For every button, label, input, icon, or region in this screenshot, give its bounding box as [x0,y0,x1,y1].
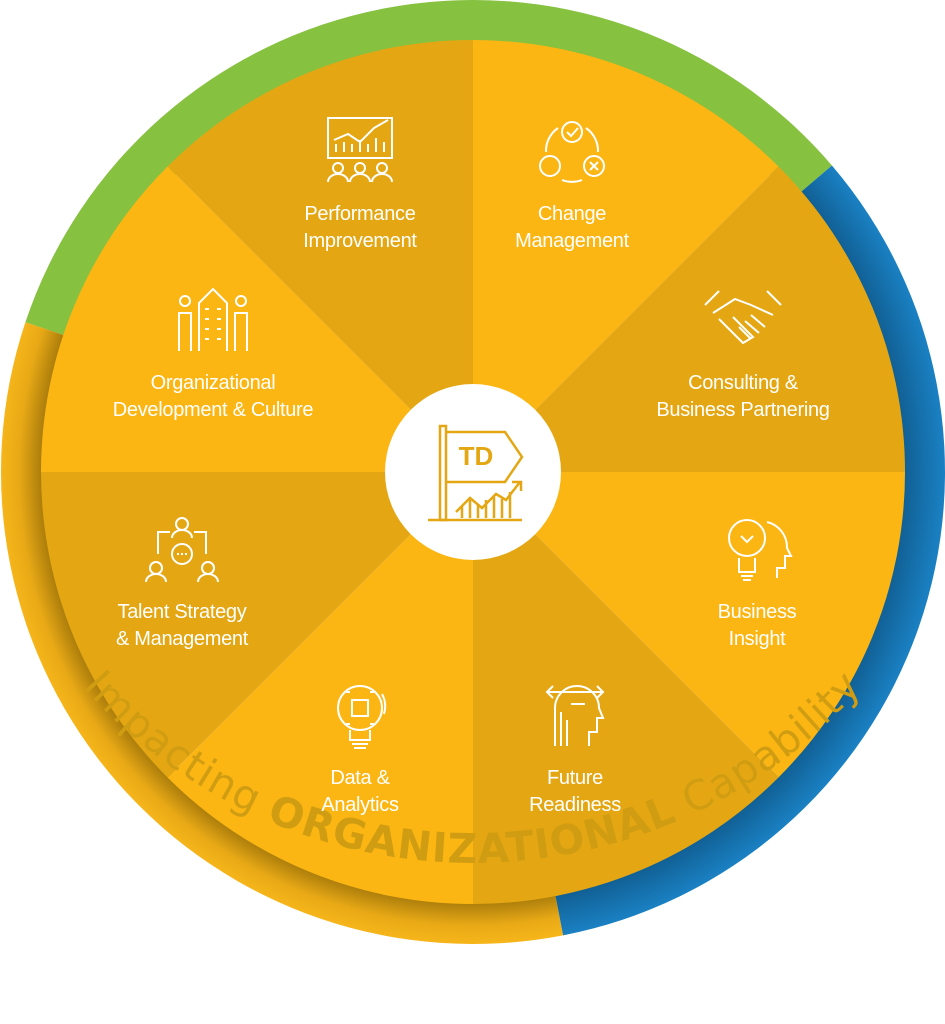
presentation-chart-icon [327,117,393,183]
segment-label-line: Future [546,767,603,789]
segment-label: Data & Analytics [230,765,490,819]
lightbulb-head-icon [728,519,793,581]
segment-label-line: Organizational [150,372,276,394]
segment-label: Talent Strategy & Management [52,599,312,653]
segment-label-line: & Management [115,628,249,650]
segment-label-line: Performance [304,203,416,225]
center-badge: TD [385,384,561,560]
ring-arc-green [25,0,832,339]
segment-slice [167,472,473,904]
segment-wheel [41,40,905,904]
lightbulb-data-icon [337,685,387,749]
segment-slice [41,472,473,778]
segment-label-line: Analytics [321,794,399,816]
segment-label-line: Management [515,230,629,252]
segment-label-line: Business [717,601,797,623]
change-cycle-icon [539,121,605,183]
segment-label: Consulting & Business Partnering [613,370,873,424]
team-network-icon [145,517,219,583]
ring-arc-blue [553,165,945,936]
segment-slice [473,472,779,904]
segment-label-line: Business Partnering [656,399,830,421]
segment-label-line: Change [537,203,607,225]
segment-slice [41,166,473,472]
segment-slice [473,40,779,472]
segment-label-line: Improvement [303,230,417,252]
outer-ring [1,0,945,945]
td-logo-text: TD [459,441,494,471]
segment-slice [473,472,905,778]
segment-label-line: Development & Culture [112,399,314,421]
segment-label-line: Talent Strategy [117,601,247,623]
segment-label-line: Readiness [529,794,621,816]
segment-slice [473,166,905,472]
segment-label-line: Insight [728,628,786,650]
segment-label-line: Consulting & [688,372,798,394]
head-arrows-icon [545,685,605,746]
ring-arc-yellow [1,322,564,945]
building-people-icon [178,287,248,351]
handshake-icon [704,290,782,345]
segment-icons [145,117,793,749]
segment-slice [167,40,473,472]
flag-growth-chart-icon [428,424,524,522]
segment-label-line: Data & [330,767,390,789]
